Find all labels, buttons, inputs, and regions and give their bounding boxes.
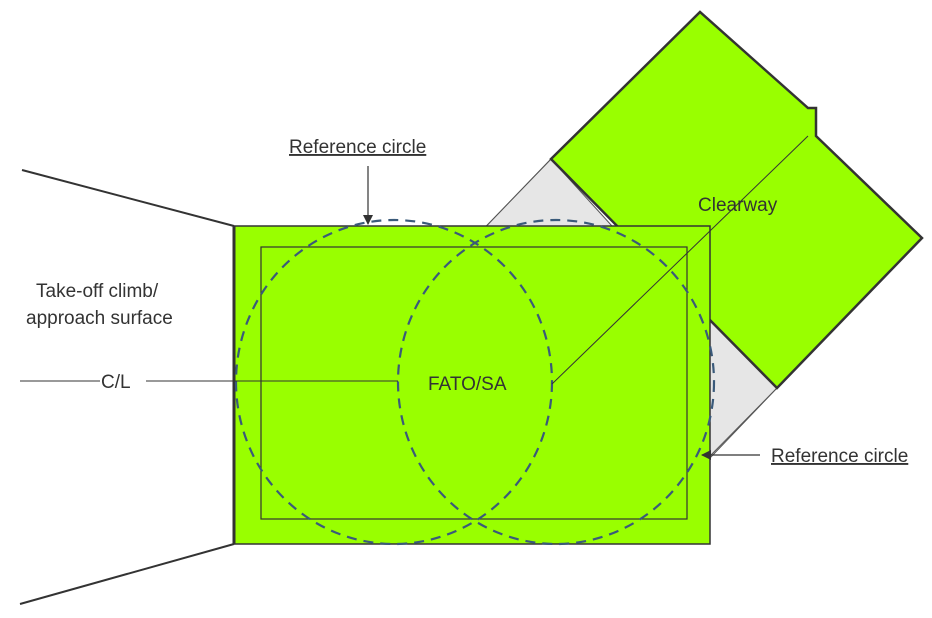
approach-surface-upper-edge <box>21 169 235 227</box>
reference-circle-right-label: Reference circle <box>771 446 908 467</box>
reference-circle-left <box>234 218 554 546</box>
fato-inner-rectangle <box>260 246 688 520</box>
reference-circle-right <box>396 218 716 546</box>
approach-surface-lower-edge <box>19 543 235 605</box>
reference-circle-top-label: Reference circle <box>289 137 426 158</box>
fato-label: FATO/SA <box>428 374 507 395</box>
splay-edge-lower <box>709 387 778 457</box>
clearway-label: Clearway <box>698 195 778 216</box>
centerline-label: C/L <box>101 372 131 393</box>
clearway-leader-line <box>551 135 809 385</box>
takeoff-climb-label-line2: approach surface <box>26 308 173 329</box>
takeoff-climb-label-line1: Take-off climb/ <box>36 281 159 302</box>
clearway-area <box>549 10 924 390</box>
